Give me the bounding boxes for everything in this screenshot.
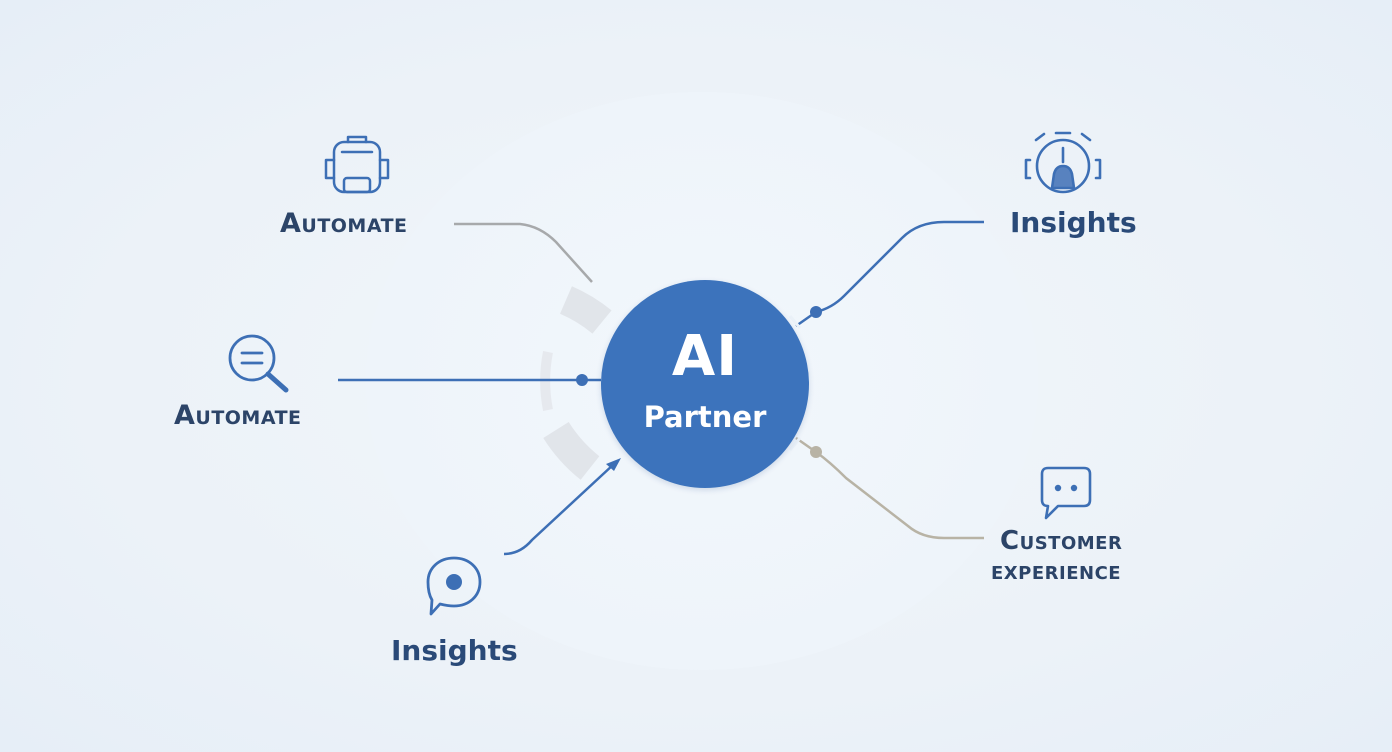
connector-top-left: [454, 222, 593, 283]
ring-segment-top: [559, 286, 612, 334]
hub-notch-top-right: [788, 315, 802, 329]
hub-title: AI: [671, 324, 739, 389]
ring-segment-bottom: [543, 421, 600, 480]
connector-bottom-left-arrowhead: [606, 458, 621, 471]
connector-top-right-dot: [810, 306, 822, 318]
hub-subtitle: Partner: [643, 400, 767, 434]
chat-bubble-icon: [1038, 466, 1094, 520]
hub-notch-bottom-right: [788, 437, 802, 451]
connector-top-right: [795, 220, 984, 328]
robot-icon: [320, 134, 394, 198]
connector-mid-left-dot: [576, 374, 588, 386]
node-label-top-right: Insights: [1010, 206, 1137, 239]
node-label-bottom-right-line1: Customer: [1000, 526, 1123, 556]
chat-bubble-dot-icon: [422, 554, 486, 618]
connector-bottom-right-dot: [810, 446, 822, 458]
headset-person-icon: [1022, 130, 1104, 200]
node-label-top-left: Automate: [280, 208, 408, 239]
connector-bottom-right: [795, 436, 984, 540]
connector-bottom-left: [503, 463, 615, 556]
ai-partner-hub: AI Partner: [601, 280, 809, 488]
magnifier-icon: [226, 332, 292, 394]
node-label-bottom-right-line2: experience: [991, 556, 1122, 586]
node-label-bottom-left: Insights: [391, 634, 518, 667]
node-label-mid-left: Automate: [174, 400, 302, 431]
